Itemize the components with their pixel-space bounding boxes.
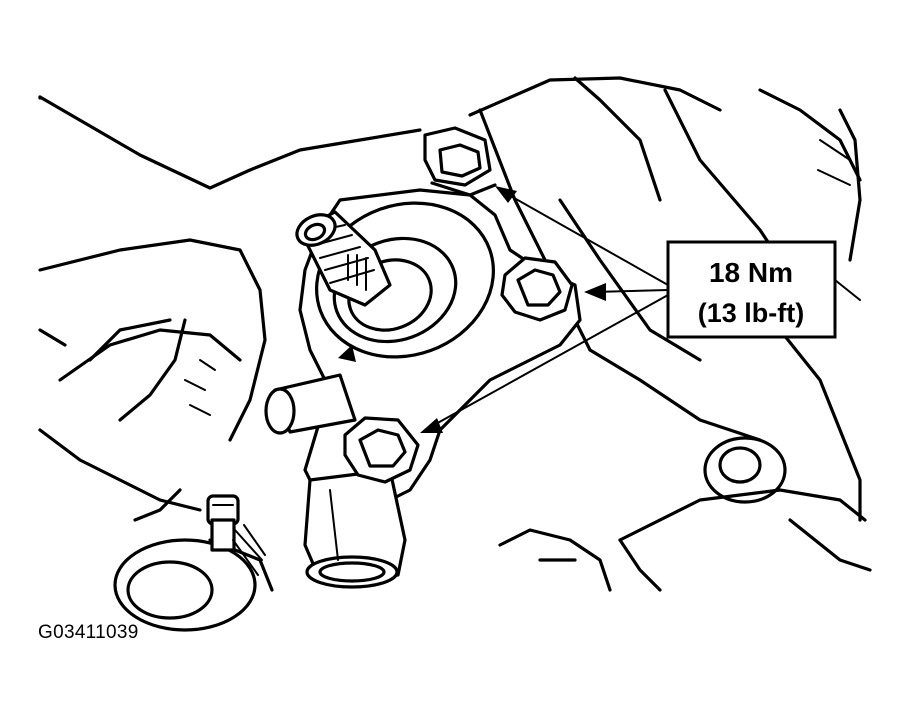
oil-filter-adapter	[264, 188, 582, 589]
bolt-middle	[500, 256, 574, 322]
arrowhead-upper	[495, 186, 517, 203]
right-bracket	[498, 436, 872, 592]
figure-id-label: G03411039	[38, 622, 139, 643]
torque-lbft-label: (13 lb-ft)	[698, 298, 804, 328]
left-housing	[38, 238, 267, 522]
torque-callout: 18 Nm (13 lb-ft)	[666, 240, 837, 339]
bolt-lower	[343, 416, 420, 484]
arrowhead-middle	[584, 283, 606, 301]
hose-clamp	[113, 494, 274, 632]
torque-nm-label: 18 Nm	[709, 257, 793, 288]
callout-leaders	[420, 186, 669, 433]
bolt-upper	[423, 126, 497, 197]
arrowhead-lower	[420, 418, 443, 433]
